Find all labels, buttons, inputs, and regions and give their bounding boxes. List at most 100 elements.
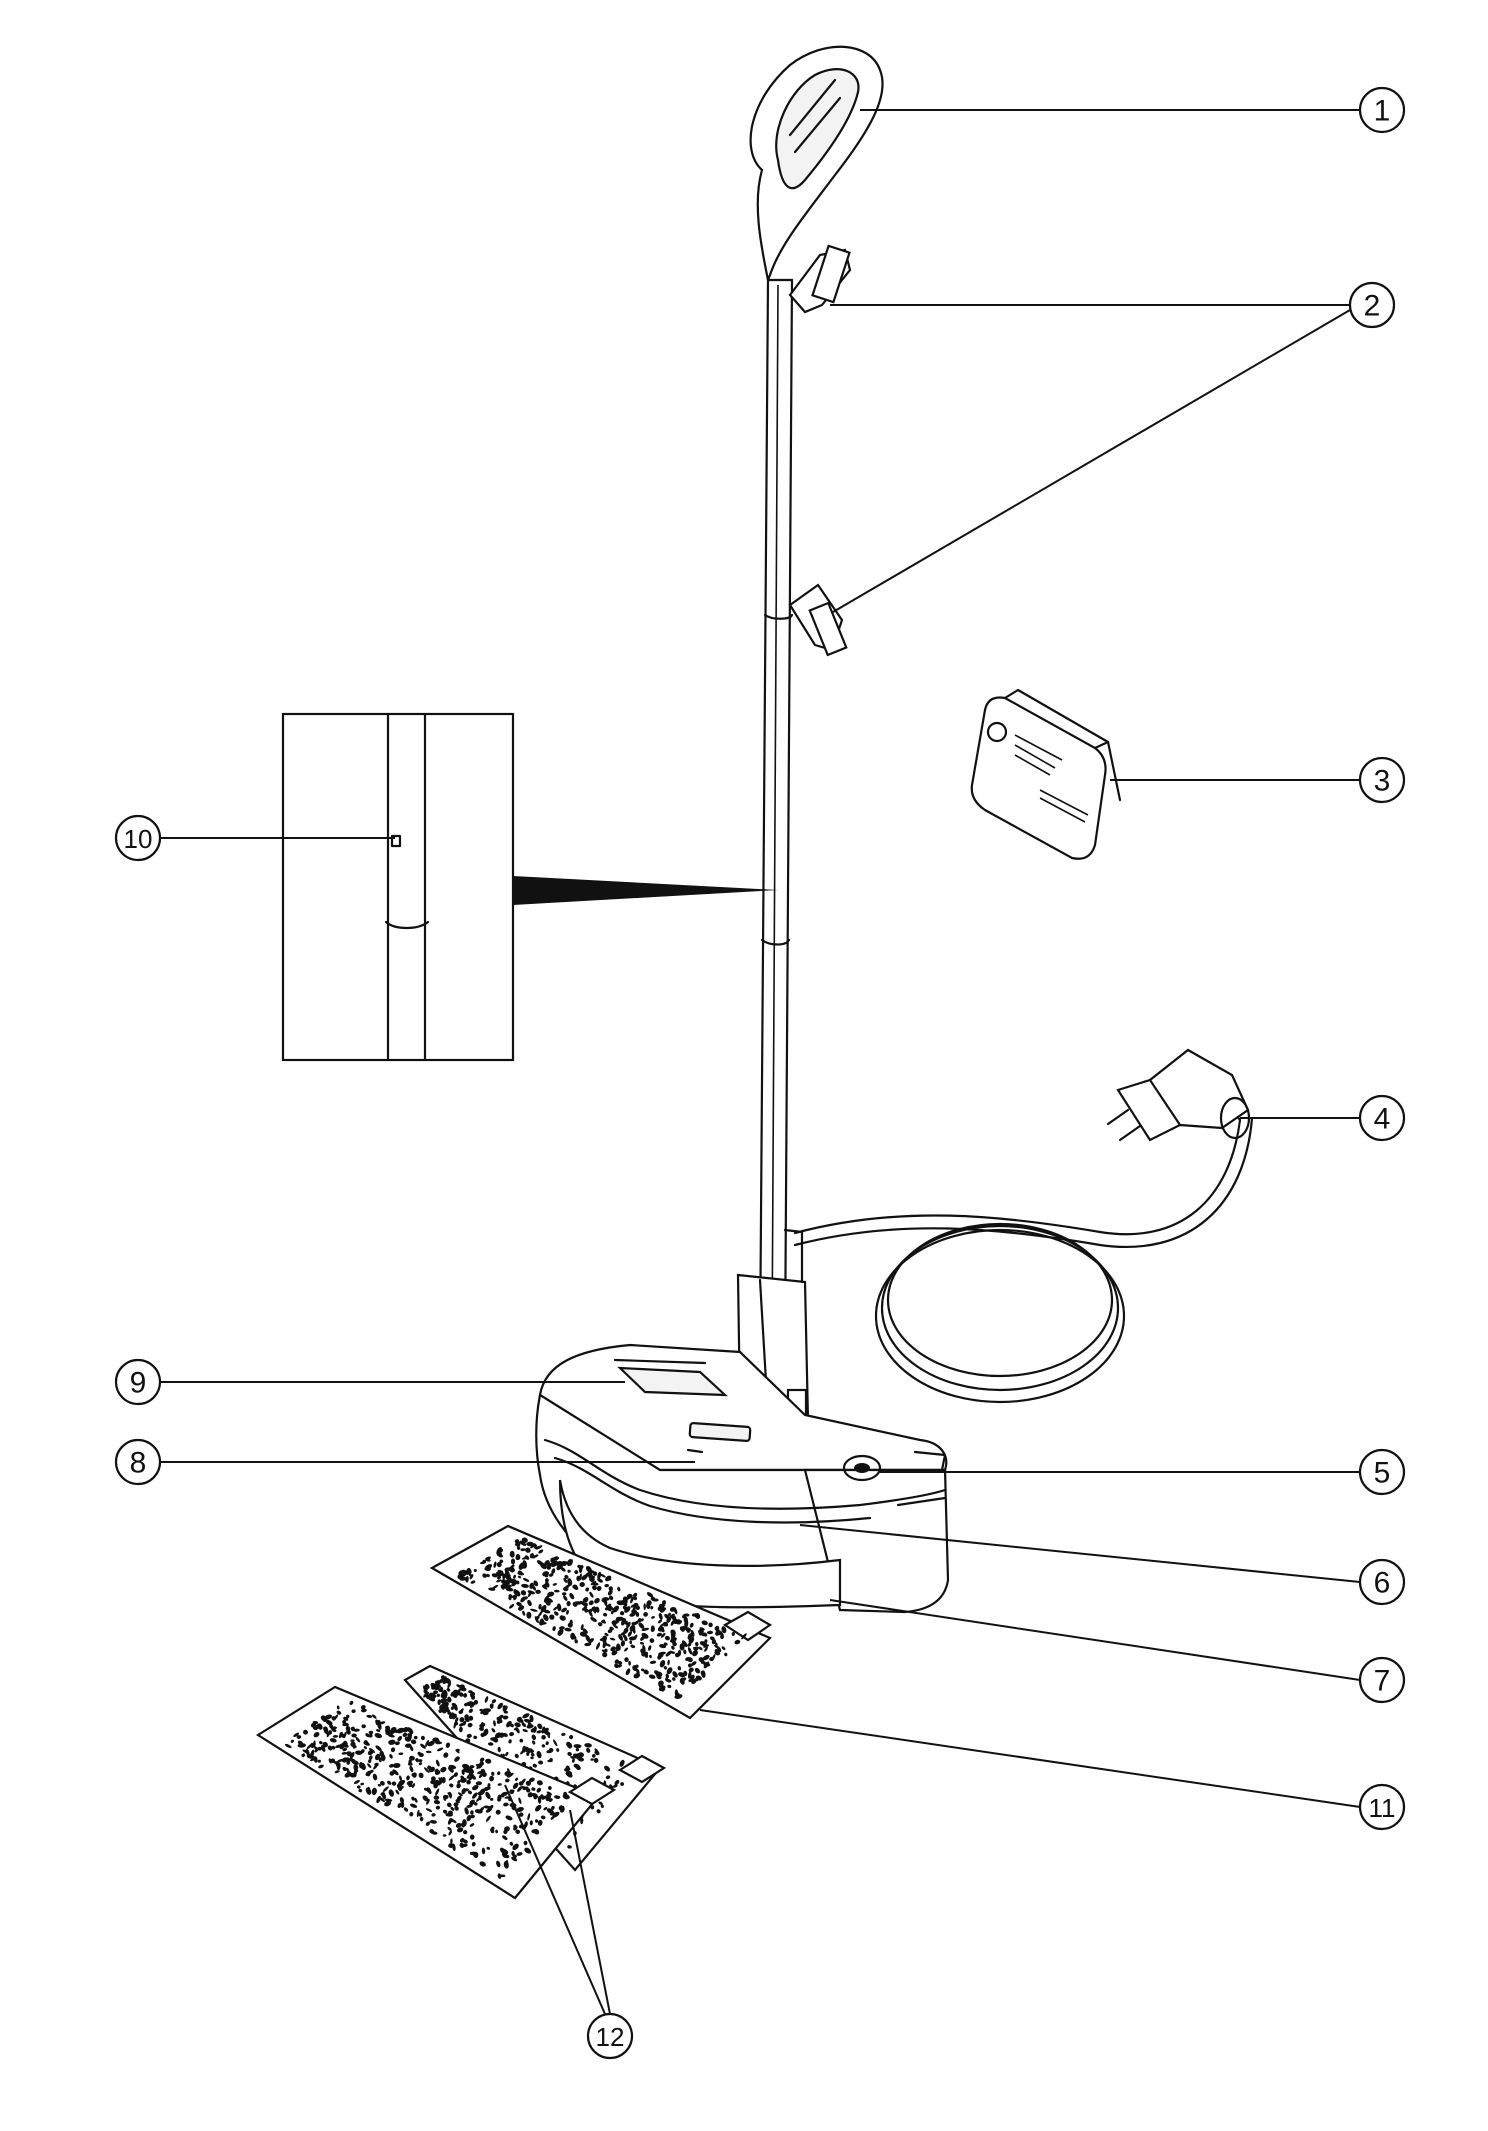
pad-texture-speck <box>552 1626 556 1632</box>
spare-roller-pad-front <box>255 1685 617 1900</box>
pad-texture-speck <box>585 1587 590 1592</box>
pad-texture-speck <box>314 1746 318 1750</box>
pad-texture-speck <box>466 1733 472 1739</box>
pad-texture-speck <box>462 1763 470 1769</box>
pad-texture-speck <box>582 1597 589 1603</box>
pad-texture-speck <box>428 1789 432 1795</box>
pad-texture-speck <box>353 1779 360 1785</box>
pad-texture-speck <box>331 1716 336 1721</box>
pad-texture-speck <box>447 1818 452 1825</box>
pad-texture-speck <box>734 1639 741 1645</box>
battery-pack <box>970 688 1122 860</box>
pad-texture-speck <box>349 1700 354 1705</box>
pad-texture-speck <box>503 1732 508 1738</box>
pad-texture-speck <box>376 1729 381 1733</box>
pad-texture-speck <box>453 1721 457 1729</box>
pad-texture-speck <box>635 1611 640 1617</box>
pad-texture-speck <box>695 1675 702 1681</box>
pad-texture-speck <box>479 1788 486 1796</box>
pad-texture-speck <box>573 1635 577 1640</box>
pad-texture-speck <box>552 1811 560 1818</box>
pad-texture-speck <box>440 1690 446 1698</box>
pad-texture-speck <box>495 1809 501 1815</box>
pad-texture-speck <box>496 1719 503 1724</box>
pad-texture-speck <box>517 1786 523 1792</box>
pad-texture-speck <box>553 1739 558 1747</box>
pad-texture-speck <box>532 1740 536 1745</box>
pad-texture-speck <box>571 1758 575 1763</box>
pad-texture-speck <box>478 1773 484 1779</box>
pad-texture-speck <box>562 1794 570 1800</box>
pad-texture-speck <box>503 1710 508 1714</box>
pad-texture-speck <box>585 1565 592 1573</box>
pad-texture-speck <box>605 1775 611 1780</box>
pad-texture-speck <box>596 1585 602 1591</box>
pad-texture-speck <box>513 1574 516 1579</box>
pad-texture-speck <box>334 1770 340 1774</box>
pad-texture-speck <box>687 1642 692 1647</box>
pad-texture-speck <box>417 1751 421 1755</box>
pad-texture-speck <box>389 1754 393 1759</box>
pad-texture-speck <box>649 1654 652 1659</box>
pad-texture-speck <box>497 1783 502 1786</box>
pad-texture-speck <box>530 1756 534 1760</box>
pad-texture-speck <box>450 1691 459 1696</box>
pad-texture-speck <box>459 1708 464 1713</box>
pad-texture-speck <box>543 1807 548 1811</box>
pad-texture-speck <box>581 1606 588 1611</box>
pad-texture-speck <box>484 1566 491 1572</box>
pad-texture-speck <box>325 1719 333 1725</box>
pad-texture-speck <box>443 1795 447 1802</box>
callout-label: 9 <box>130 1367 147 1400</box>
pad-texture-speck <box>371 1787 377 1796</box>
pad-texture-speck <box>617 1586 621 1592</box>
pad-texture-speck <box>564 1574 569 1579</box>
pad-texture-speck <box>516 1807 524 1812</box>
pad-texture-speck <box>650 1605 654 1610</box>
pad-texture-speck <box>626 1621 631 1629</box>
pad-texture-speck <box>408 1782 413 1788</box>
pad-texture-speck <box>464 1717 470 1722</box>
pad-texture-speck <box>419 1816 424 1822</box>
pad-texture-speck <box>448 1774 455 1781</box>
pad-texture-speck <box>363 1741 370 1746</box>
pad-texture-speck <box>353 1728 360 1732</box>
pad-texture-speck <box>575 1747 580 1752</box>
pad-texture-speck <box>441 1776 446 1784</box>
pad-texture-speck <box>481 1847 486 1855</box>
pad-texture-speck <box>672 1671 678 1678</box>
pad-texture-speck <box>631 1621 637 1626</box>
pad-texture-speck <box>651 1616 655 1619</box>
pad-texture-speck <box>540 1605 547 1613</box>
pad-texture-speck <box>537 1796 542 1804</box>
pad-texture-speck <box>564 1767 571 1772</box>
pad-texture-speck <box>358 1762 364 1769</box>
pad-texture-speck <box>468 1776 473 1781</box>
pad-texture-speck <box>593 1757 599 1763</box>
pad-texture-speck <box>352 1745 357 1749</box>
pad-texture-speck <box>620 1640 626 1647</box>
pad-texture-speck <box>628 1660 631 1666</box>
pad-texture-speck <box>420 1743 426 1749</box>
pad-texture-speck <box>351 1733 357 1738</box>
pad-texture-speck <box>471 1695 476 1700</box>
pad-texture-speck <box>368 1733 373 1738</box>
pad-texture-speck <box>328 1758 332 1764</box>
pad-texture-speck <box>560 1567 566 1572</box>
pad-texture-speck <box>721 1626 727 1634</box>
pad-texture-speck <box>646 1600 652 1607</box>
pad-texture-speck <box>380 1754 386 1762</box>
pad-texture-speck <box>440 1766 447 1773</box>
pad-texture-speck <box>617 1660 623 1665</box>
pad-texture-speck <box>580 1818 584 1825</box>
pad-texture-speck <box>565 1770 573 1776</box>
pad-texture-speck <box>537 1819 543 1826</box>
pad-texture-speck <box>509 1603 515 1609</box>
pad-texture-speck <box>379 1796 386 1803</box>
mains-plug <box>1106 1048 1251 1142</box>
pad-texture-speck <box>633 1592 638 1598</box>
pad-texture-speck <box>505 1778 510 1783</box>
pad-texture-speck <box>497 1746 501 1753</box>
pad-texture-speck <box>563 1577 568 1583</box>
pad-texture-speck <box>494 1732 502 1739</box>
